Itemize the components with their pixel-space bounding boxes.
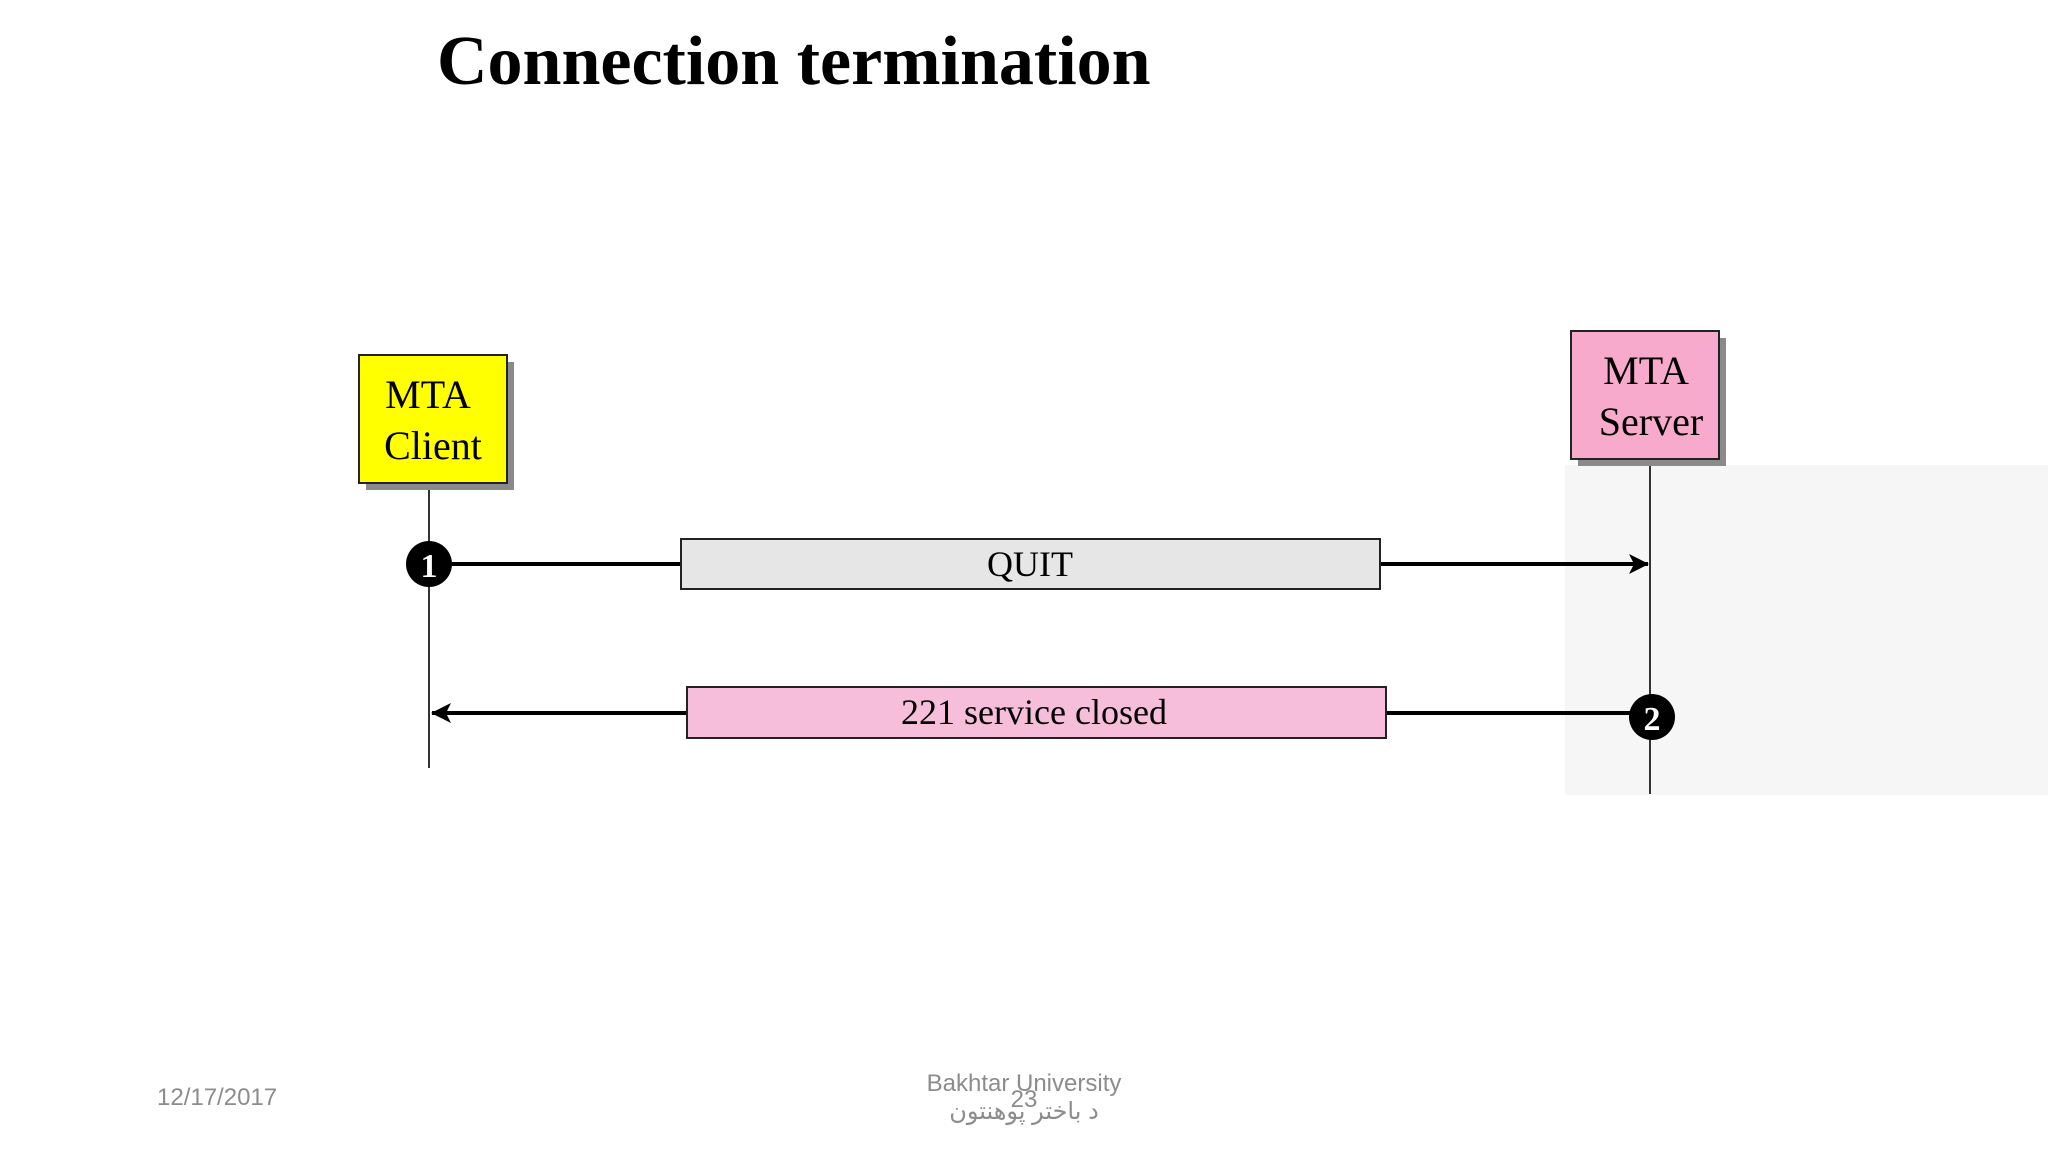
footer-institution-english: Bakhtar University [926, 1070, 1122, 1097]
mta-server-label-line1: MTA [1603, 348, 1689, 393]
step-2-marker [1629, 694, 1675, 740]
slide-title: Connection termination [437, 23, 1151, 100]
mta-client-box-fill [358, 354, 508, 484]
mta-server-label-line2: Server [1599, 399, 1703, 444]
step-1-marker [406, 541, 452, 587]
mta-server-box-fill [1570, 330, 1720, 460]
quit-message-box [680, 538, 1381, 590]
mta-client-box: MTA Client [358, 354, 514, 490]
mta-client-label-line2: Client [384, 423, 482, 468]
message-quit: QUIT 1 [406, 538, 1649, 590]
service-closed-message-label: 221 service closed [901, 692, 1167, 732]
quit-message-label: QUIT [987, 544, 1073, 584]
background-shade [1565, 465, 2048, 795]
message-service-closed: 221 service closed 2 [431, 686, 1675, 740]
step-2-number: 2 [1644, 701, 1661, 738]
service-closed-message-box [686, 686, 1387, 739]
mta-server-box: MTA Server [1570, 330, 1726, 466]
footer-date: 12/17/2017 [157, 1084, 278, 1111]
footer-institution-local: د باختر پوهنتون [949, 1098, 1099, 1125]
step-1-number: 1 [421, 548, 438, 585]
mta-client-label-line1: MTA [385, 372, 471, 417]
footer-institution: Bakhtar University د باختر پوهنتون [924, 1070, 1124, 1126]
footer-page-number: 23 [1010, 1086, 1038, 1113]
